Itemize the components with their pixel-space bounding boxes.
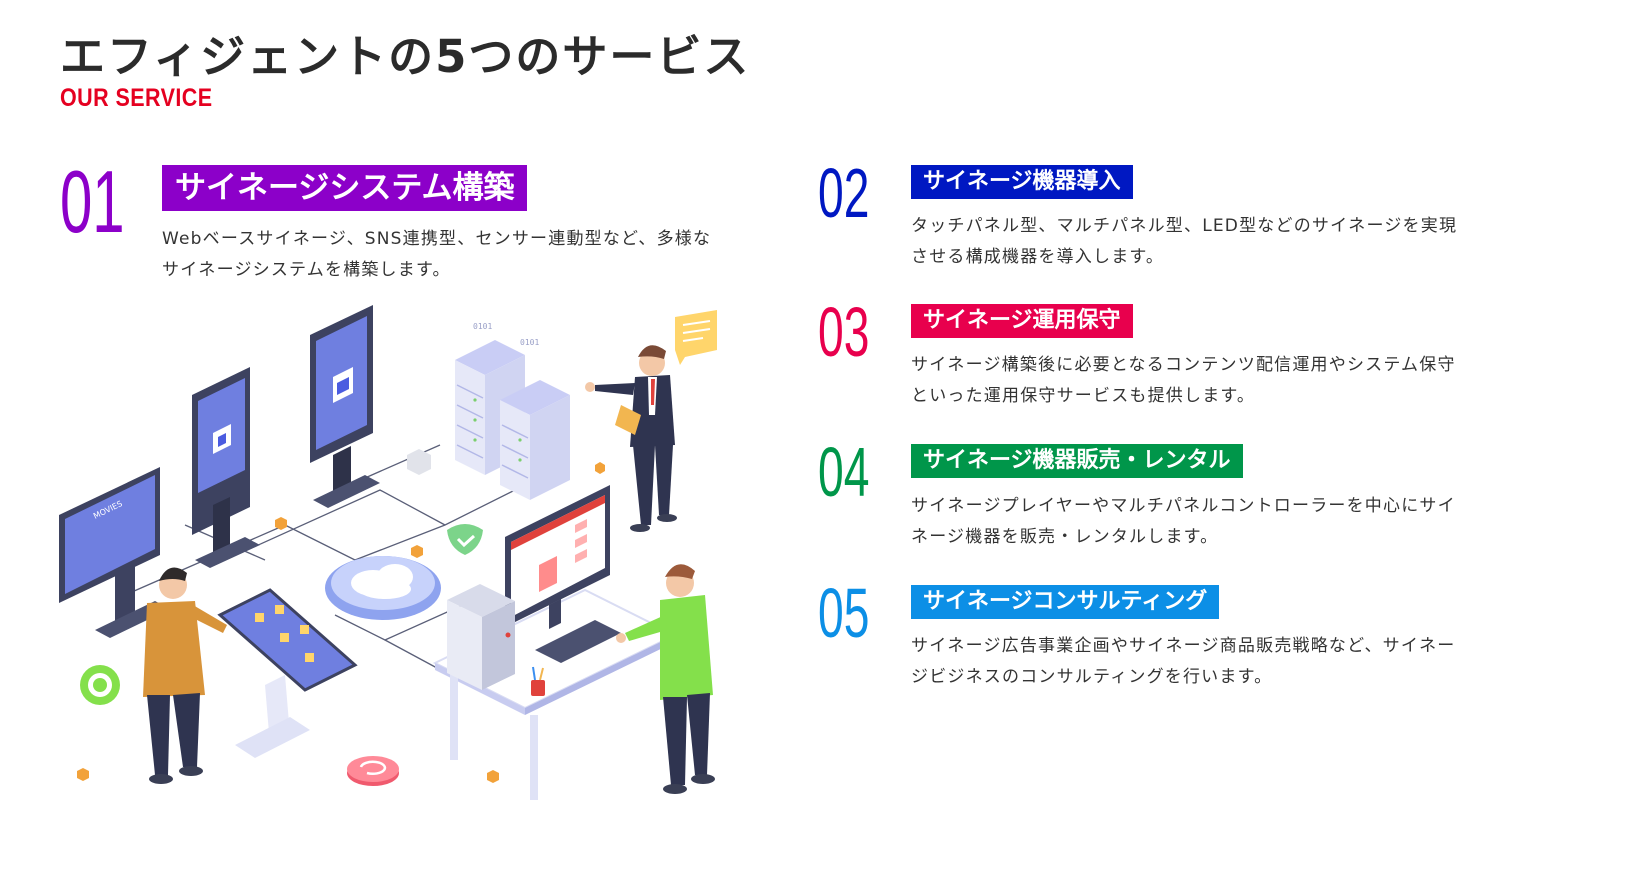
kiosk-tall — [310, 305, 380, 508]
kiosk-portrait — [192, 367, 260, 568]
service-number: 05 — [818, 574, 870, 652]
user-person — [143, 567, 227, 784]
service-description: Webベースサイネージ、SNS連携型、センサー連動型など、多様な サイネージシス… — [162, 229, 712, 280]
touch-table — [217, 588, 358, 758]
gear-icon — [80, 665, 120, 705]
binary-text: 0101 — [520, 338, 539, 347]
service-number: 01 — [60, 152, 125, 251]
decorative-cubes — [77, 462, 605, 783]
service-label: サイネージコンサルティング — [911, 585, 1220, 619]
cloud-icon — [325, 556, 441, 620]
operator-person — [616, 564, 715, 794]
refresh-icon — [347, 756, 399, 786]
service-label: サイネージ運用保守 — [911, 304, 1133, 338]
service-description: タッチパネル型、マルチパネル型、LED型などのサイネージを実現 させる構成機器を… — [911, 216, 1458, 267]
service-description: サイネージ構築後に必要となるコンテンツ配信運用やシステム保守 といった運用保守サ… — [911, 355, 1456, 406]
service-number: 03 — [818, 293, 870, 371]
service-label: サイネージ機器導入 — [911, 165, 1133, 199]
server-racks: 0101 0101 — [455, 322, 570, 500]
service-label: サイネージ機器販売・レンタル — [911, 444, 1243, 478]
signage-illustration: MOVIES 0101 0101 — [59, 305, 717, 800]
shield-icon — [447, 524, 483, 555]
service-number: 02 — [818, 154, 870, 232]
page-subtitle: OUR SERVICE — [60, 84, 213, 112]
presenter-person — [585, 310, 717, 532]
service-description: サイネージ広告事業企画やサイネージ商品販売戦略など、サイネー ジビジネスのコンサ… — [911, 636, 1456, 687]
desk-workstation — [432, 485, 678, 800]
cube-icon — [407, 449, 431, 475]
binary-text: 0101 — [473, 322, 492, 331]
page-title: エフィジェントの5つのサービス — [60, 30, 751, 83]
service-description: サイネージプレイヤーやマルチパネルコントローラーを中心にサイ ネージ機器を販売・… — [911, 496, 1456, 547]
service-label: サイネージシステム構築 — [162, 165, 528, 211]
service-number: 04 — [818, 433, 870, 511]
